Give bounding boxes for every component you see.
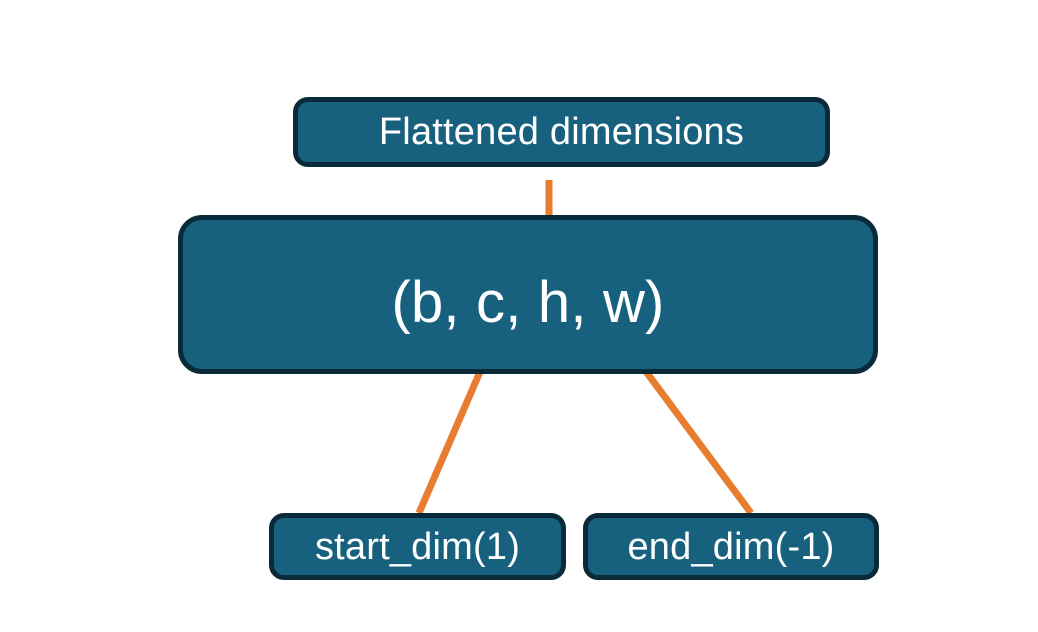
tensor-shape-label: (b, c, h, w) [391,269,665,335]
start-dim-label: start_dim(1) [314,525,521,568]
start-dim-box[interactable]: start_dim(1) [269,513,566,580]
flattened-dimensions-box[interactable]: Flattened dimensions [293,97,830,167]
end-dim-label: end_dim(-1) [627,525,835,568]
tensor-shape-box[interactable]: (b, c, h, w) [178,215,878,374]
end-dim-box[interactable]: end_dim(-1) [583,513,879,580]
flattened-dimensions-label: Flattened dimensions [378,111,745,153]
